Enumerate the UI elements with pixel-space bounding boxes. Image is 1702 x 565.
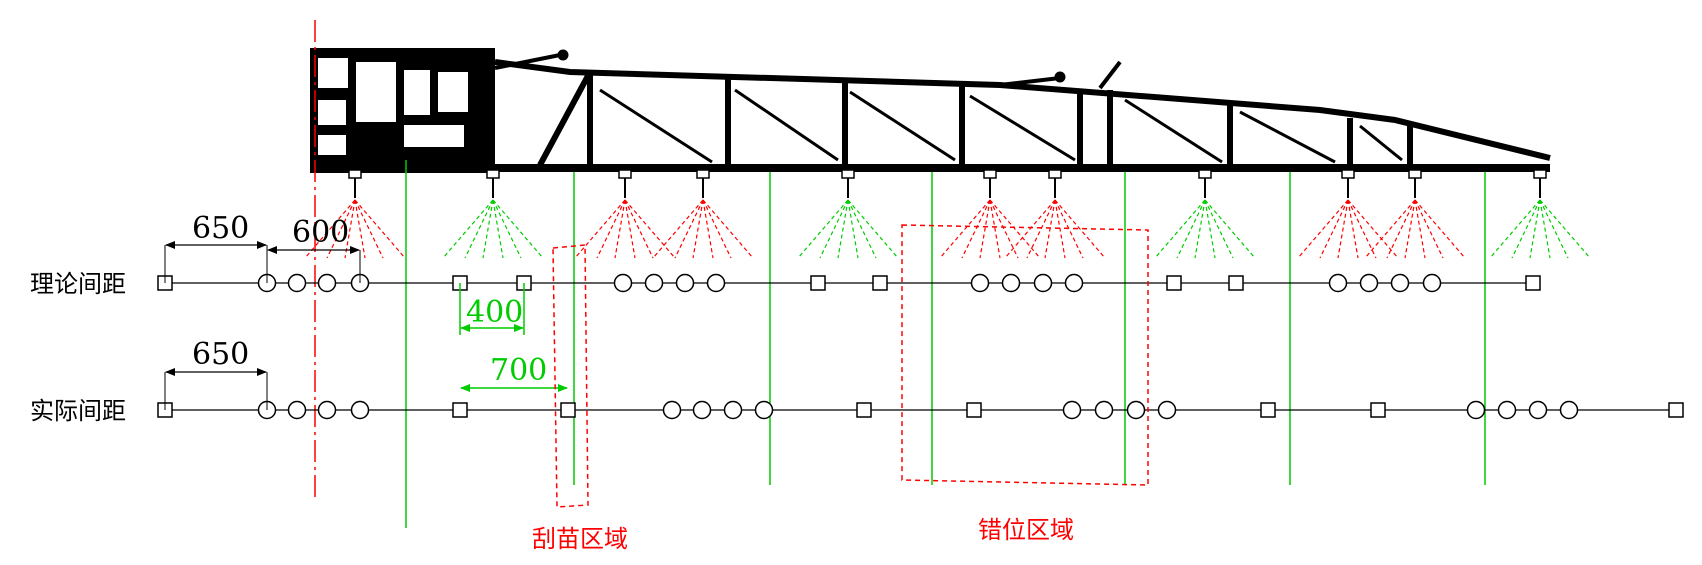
nozzle [1489, 169, 1591, 259]
plant-marker [970, 273, 990, 293]
nozzle [442, 169, 544, 259]
plant-marker [675, 273, 695, 293]
row-end-marker [1668, 402, 1684, 418]
plant-marker [1359, 273, 1379, 293]
theoretical-spacing-label: 理论间距 [30, 270, 126, 298]
dimension-theory-600: 600 [267, 215, 361, 283]
plant-marker [662, 400, 682, 420]
dimension-theory-650: 650 [164, 211, 268, 283]
actual-row [157, 400, 1684, 420]
plant-marker [1064, 273, 1084, 293]
row-end-marker [1228, 275, 1244, 291]
dimension-value: 650 [192, 211, 249, 246]
row-end-marker [856, 402, 872, 418]
plant-marker [754, 400, 774, 420]
dimension-value: 400 [466, 295, 523, 330]
plant-marker [1094, 400, 1114, 420]
row-guide-lines [405, 160, 1486, 528]
nozzle [304, 169, 406, 259]
plant-marker [1001, 273, 1021, 293]
dimension-gap-700: 700 [460, 353, 568, 392]
scraping-zone-label: 刮苗区域 [532, 525, 628, 553]
theoretical-row [157, 273, 1541, 293]
row-end-marker [872, 275, 888, 291]
nozzle [574, 169, 676, 259]
dimension-value: 600 [292, 215, 349, 250]
nozzle [939, 169, 1041, 259]
row-end-marker [966, 402, 982, 418]
dimension-value: 650 [192, 337, 249, 372]
plant-marker [1062, 400, 1082, 420]
plant-marker [613, 273, 633, 293]
plant-marker [1559, 400, 1579, 420]
nozzle [1297, 169, 1399, 259]
plant-marker [1328, 273, 1348, 293]
actual-spacing-label: 实际间距 [30, 397, 126, 425]
plant-marker [692, 400, 712, 420]
plant-marker [317, 273, 337, 293]
plant-marker [1157, 400, 1177, 420]
misalignment-zone: 错位区域 [901, 224, 1149, 544]
nozzle [1154, 169, 1256, 259]
dimension-value: 700 [490, 353, 547, 388]
row-end-marker [560, 402, 576, 418]
plant-marker [1422, 273, 1442, 293]
plant-marker [350, 400, 370, 420]
plant-marker [723, 400, 743, 420]
row-end-marker [1166, 275, 1182, 291]
plant-marker [706, 273, 726, 293]
plant-marker [287, 273, 307, 293]
dimension-gap-400: 400 [459, 283, 525, 335]
row-end-marker [1260, 402, 1276, 418]
row-end-marker [1525, 275, 1541, 291]
row-end-marker [1370, 402, 1386, 418]
row-end-marker [452, 402, 468, 418]
plant-marker [1528, 400, 1548, 420]
nozzle [1364, 169, 1466, 259]
dimension-actual-650: 650 [164, 337, 268, 410]
row-end-marker [810, 275, 826, 291]
nozzle [652, 169, 754, 259]
spray-nozzles [304, 169, 1591, 259]
plant-marker [317, 400, 337, 420]
plant-marker [1033, 273, 1053, 293]
misalignment-zone-label: 错位区域 [978, 516, 1074, 544]
boom-structure [310, 48, 1551, 173]
plant-marker [644, 273, 664, 293]
plant-marker [287, 400, 307, 420]
plant-marker [1126, 400, 1146, 420]
plant-marker [1497, 400, 1517, 420]
plant-marker [1466, 400, 1486, 420]
nozzle [797, 169, 899, 259]
scraping-zone: 刮苗区域 [532, 244, 628, 553]
plant-marker [1390, 273, 1410, 293]
nozzle [1004, 169, 1106, 259]
